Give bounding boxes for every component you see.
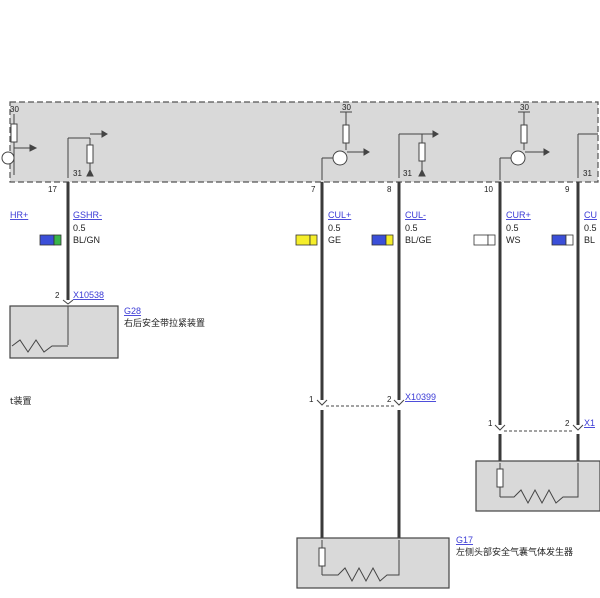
wire-signal-label-cur-plus[interactable]: CUR+ (506, 210, 531, 220)
wire-pin-label: 8 (387, 185, 392, 194)
connector-pin-label: 2 (387, 395, 392, 404)
color-swatch-cul-plus (295, 234, 318, 246)
wire-color-code: GE (328, 235, 341, 245)
wire-lines (66, 182, 580, 540)
connector-x1-partial-marker (494, 424, 584, 432)
module-pin-30-label: 30 (520, 103, 529, 112)
connector-pin-label: 1 (309, 395, 314, 404)
connector-x10399-marker (316, 399, 405, 407)
component-g17-resistor (318, 540, 400, 583)
module-pin-30-label: 30 (342, 103, 351, 112)
connector-marker (62, 299, 74, 305)
component-g28-name: 右后安全带拉紧装置 (124, 317, 205, 329)
component-g28-box (9, 305, 119, 359)
component-g17-id[interactable]: G17 (456, 535, 473, 545)
color-swatch-cu (551, 234, 574, 246)
color-swatch-cul-minus (371, 234, 394, 246)
wire-color-code: BL (584, 235, 595, 245)
component-g28-resistor (11, 306, 69, 353)
component-left-partial-name: t装置 (10, 395, 32, 407)
component-g28-id[interactable]: G28 (124, 306, 141, 316)
module-internal-circuit-cul (321, 111, 370, 180)
wire-pin-label: 17 (48, 185, 57, 194)
connector-pin-label: 1 (488, 419, 493, 428)
module-pin-31-label: 31 (73, 169, 82, 178)
module-pin-31-label: 31 (583, 169, 592, 178)
wire-signal-label-cul-plus[interactable]: CUL+ (328, 210, 351, 220)
connector-pin-label: 2 (565, 419, 570, 428)
connector-x10538-link[interactable]: X10538 (73, 290, 104, 300)
color-swatch-gshr (39, 234, 62, 246)
color-swatch-cur-plus (473, 234, 496, 246)
connector-x1-partial-link[interactable]: X1 (584, 418, 595, 428)
wire-gauge-label: 0.5 (405, 223, 418, 233)
component-right-partial-box (475, 460, 600, 512)
wire-color-code: WS (506, 235, 521, 245)
wire-signal-label-partial[interactable]: HR+ (10, 210, 28, 220)
module-pin-30-label: 30 (10, 105, 19, 114)
wire-pin-label: 9 (565, 185, 570, 194)
module-pin-31-label: 31 (403, 169, 412, 178)
control-module-body (9, 101, 599, 183)
component-right-partial-resistor (496, 463, 579, 505)
module-internal-circuit-cur (499, 111, 598, 180)
wire-gauge-label: 0.5 (584, 223, 597, 233)
wire-gauge-label: 0.5 (328, 223, 341, 233)
wire-gauge-label: 0.5 (506, 223, 519, 233)
connector-pin-label: 2 (55, 291, 60, 300)
wire-signal-label-gshr[interactable]: GSHR- (73, 210, 102, 220)
connector-x10399-link[interactable]: X10399 (405, 392, 436, 402)
module-internal-circuit-gshr (67, 130, 108, 178)
wire-color-code: BL/GN (73, 235, 100, 245)
wire-signal-label-cul-minus[interactable]: CUL- (405, 210, 426, 220)
wire-pin-label: 10 (484, 185, 493, 194)
wire-gauge-label: 0.5 (73, 223, 86, 233)
wire-pin-label: 7 (311, 185, 316, 194)
wire-color-code: BL/GE (405, 235, 432, 245)
module-internal-circuit-left (1, 114, 38, 175)
wire-signal-label-cu[interactable]: CU (584, 210, 597, 220)
module-internal-circuit-cul-minus (398, 130, 439, 178)
component-g17-name: 左侧头部安全气囊气体发生器 (456, 546, 573, 558)
